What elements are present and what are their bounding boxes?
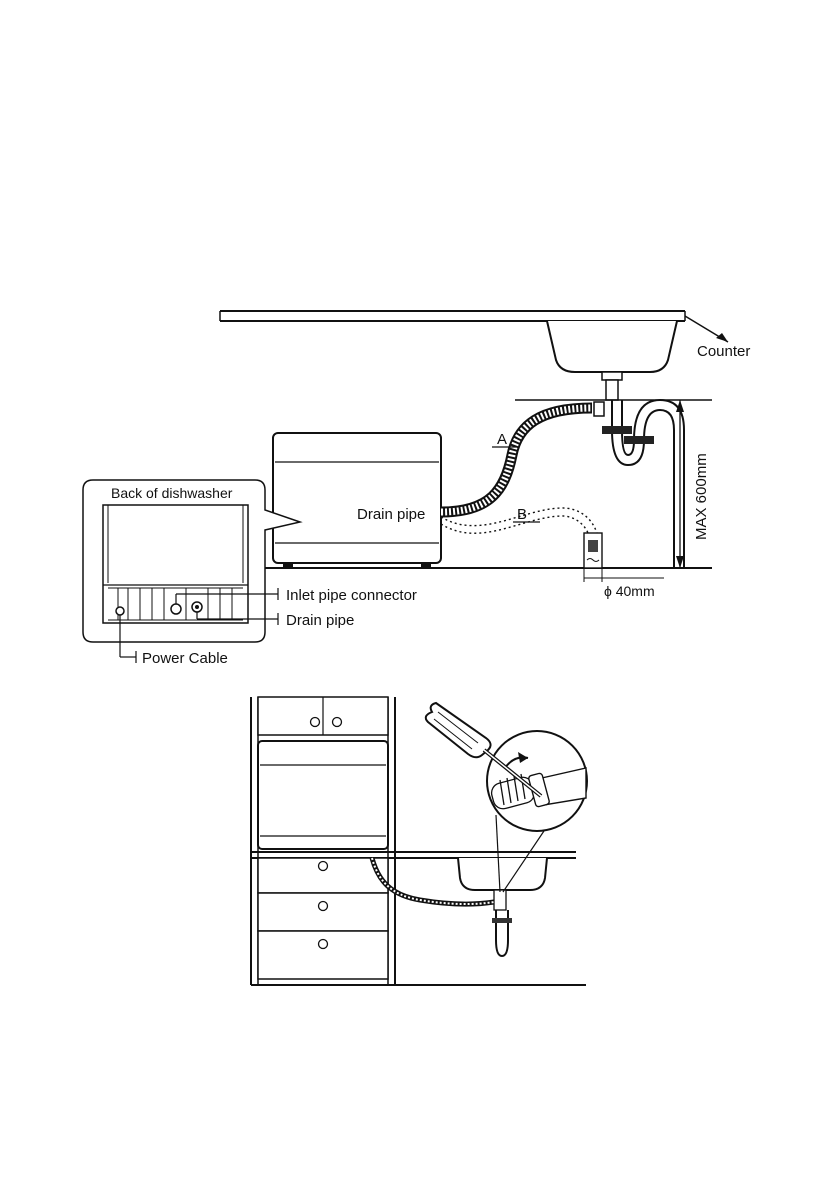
hose-a-label: A — [497, 431, 507, 448]
drain-pipe-main-label: Drain pipe — [357, 506, 425, 523]
sink-trap — [594, 400, 684, 568]
back-of-dishwasher-callout — [83, 480, 300, 642]
diameter-label: ϕ 40mm — [604, 583, 655, 599]
counter-label: Counter — [697, 343, 750, 360]
sink-bowl — [547, 321, 677, 400]
power-cable-label: Power Cable — [142, 650, 228, 667]
dishwasher-body — [273, 433, 441, 567]
drain-pipe-back-label: Drain pipe — [286, 612, 354, 629]
back-of-dishwasher-label: Back of dishwasher — [111, 485, 233, 501]
counter-top — [220, 311, 685, 321]
drain-hose-a — [441, 408, 592, 512]
hose-b-label: B — [517, 506, 527, 523]
inlet-pipe-connector-label: Inlet pipe connector — [286, 587, 417, 604]
max-height-label: MAX 600mm — [693, 453, 710, 540]
height-dimension — [676, 400, 684, 568]
counter-leader-arrow — [685, 316, 728, 342]
standpipe — [584, 533, 664, 582]
